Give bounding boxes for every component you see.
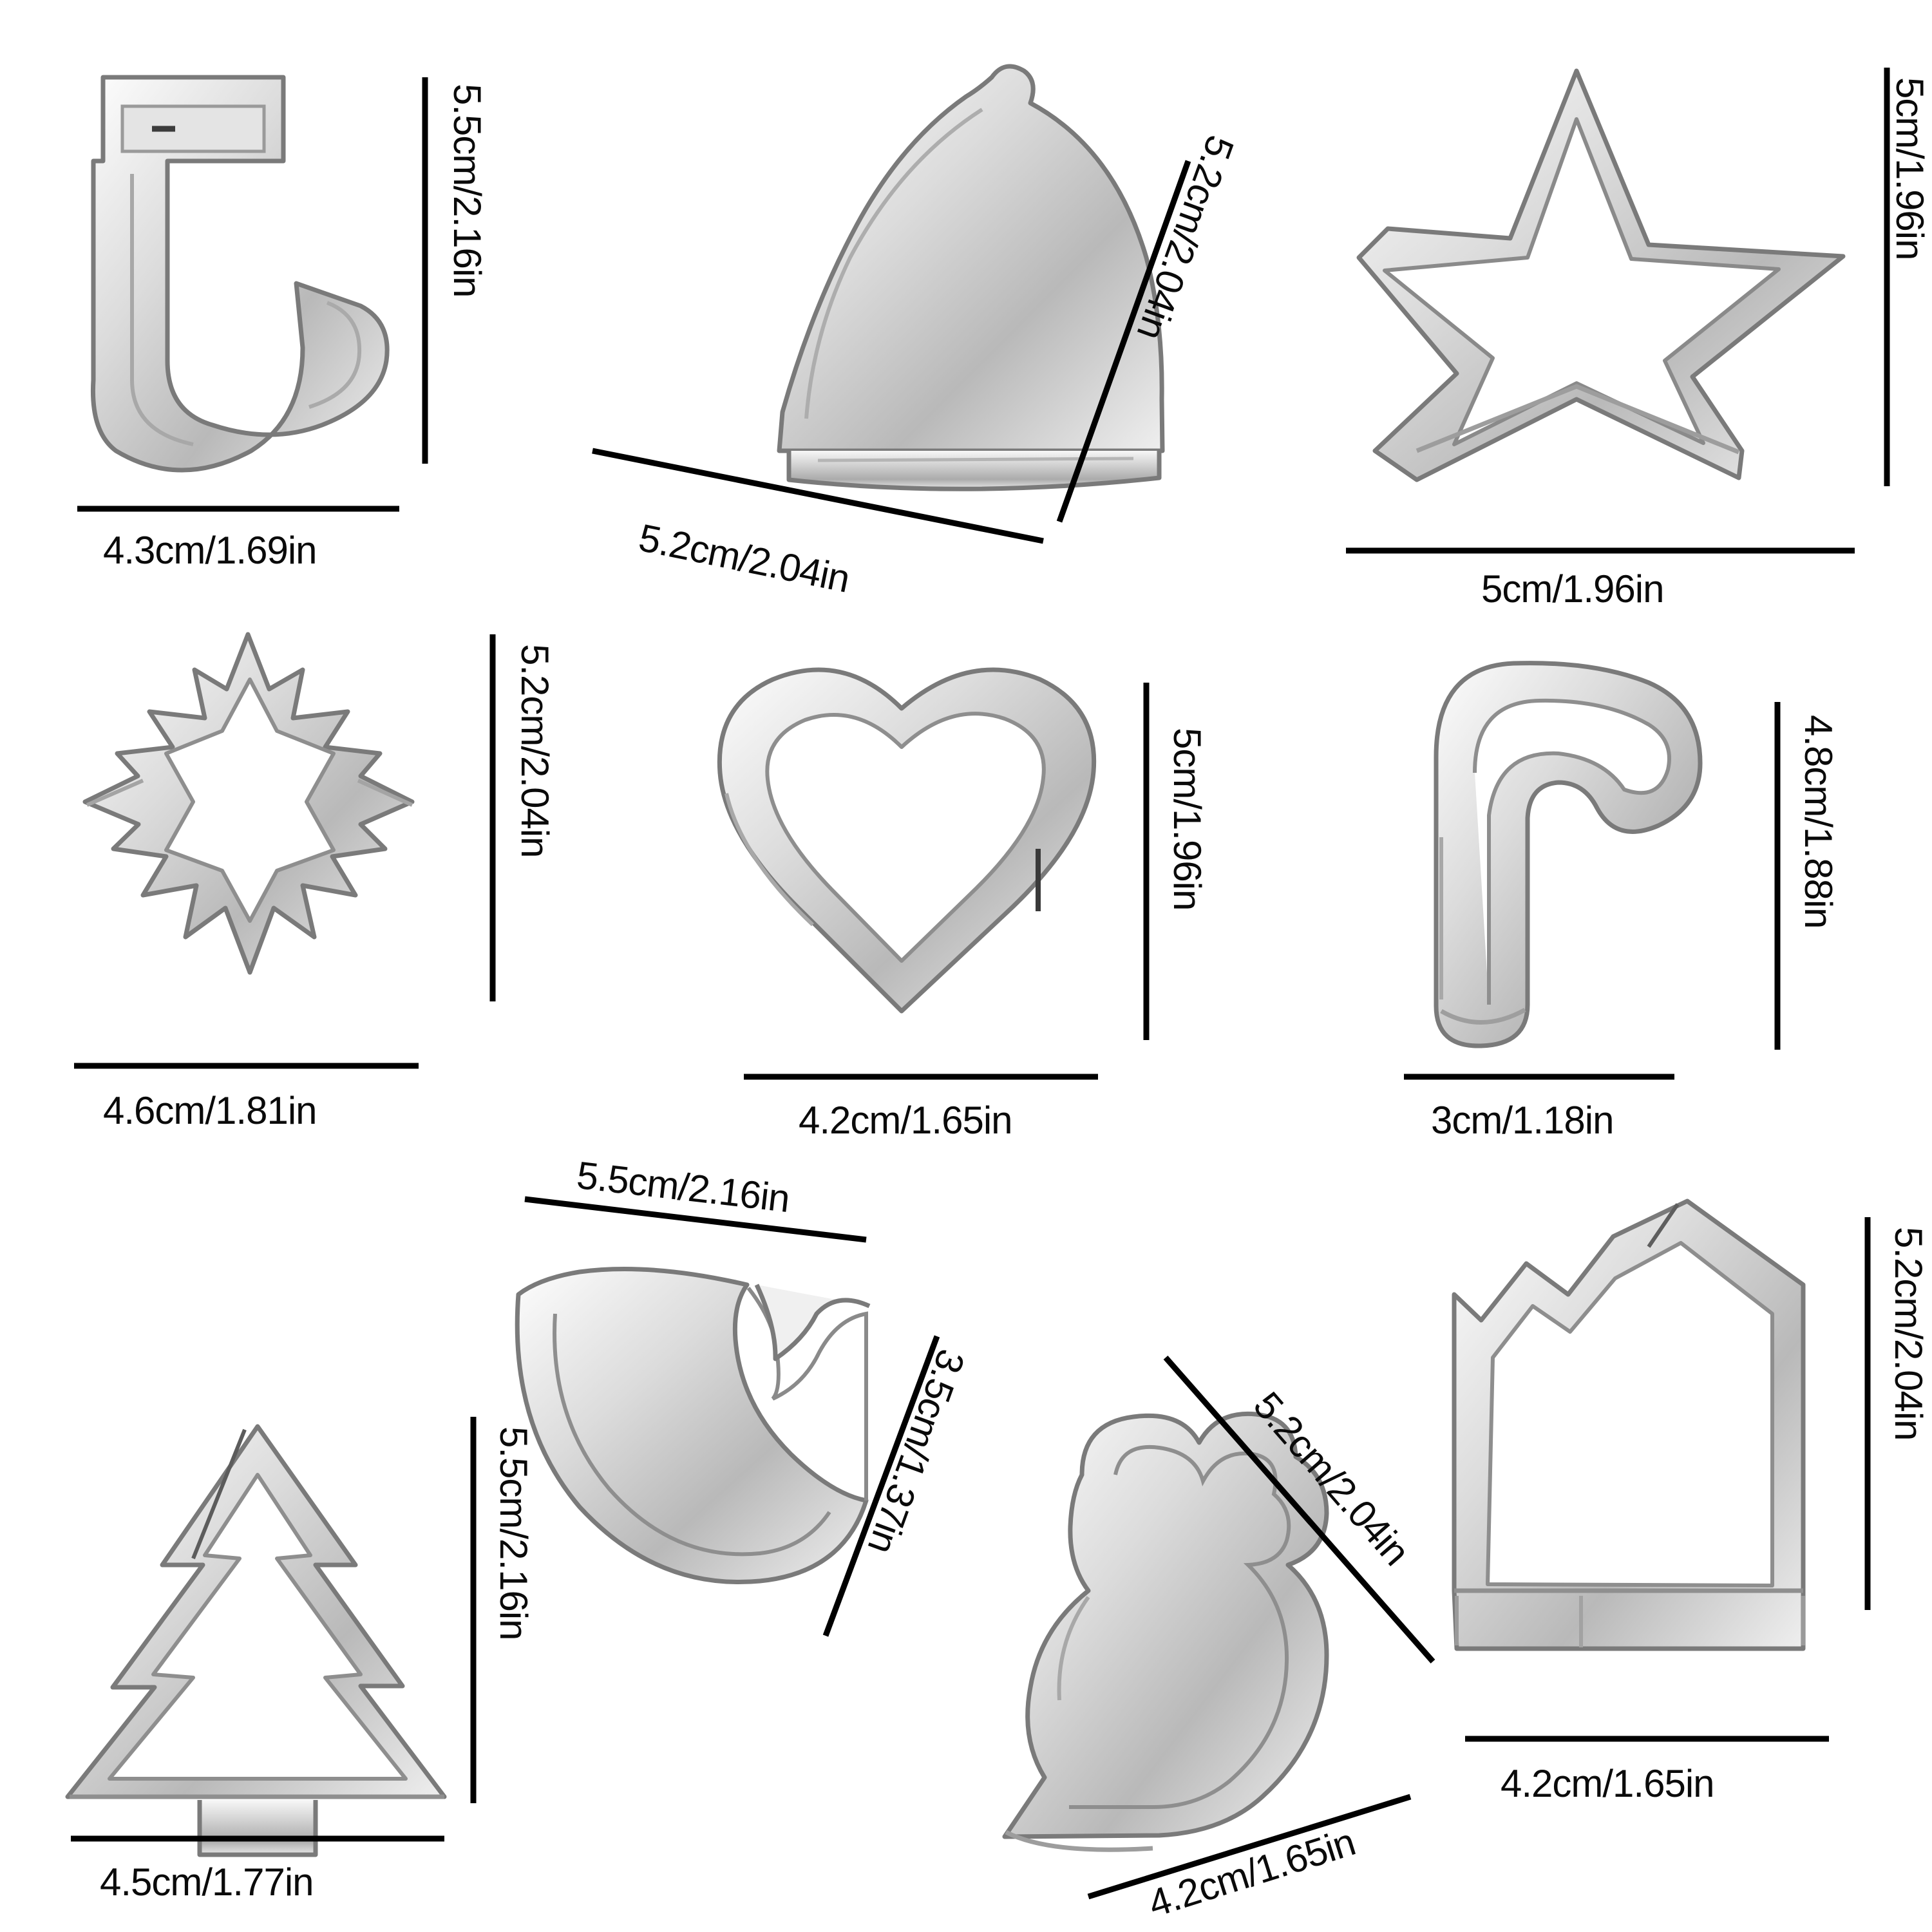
- tree-height-label: 5.5cm/2.16in: [492, 1426, 535, 1640]
- star-height-label: 5cm/1.96in: [1888, 77, 1931, 260]
- bell-icon: [777, 64, 1165, 491]
- heart-icon: [717, 667, 1097, 1014]
- stocking-icon: [90, 75, 390, 473]
- star-width-label: 5cm/1.96in: [1481, 567, 1664, 611]
- house-height-label: 5.2cm/2.04in: [1887, 1227, 1930, 1441]
- candy-cane-icon: [1434, 661, 1703, 1048]
- candy-cane-width-label: 3cm/1.18in: [1431, 1099, 1614, 1142]
- snowflake-height-label: 5.2cm/2.04in: [513, 644, 556, 858]
- snowflake-width-label: 4.6cm/1.81in: [103, 1089, 317, 1132]
- heart-width-label: 4.2cm/1.65in: [799, 1099, 1013, 1142]
- house-icon: [1452, 1198, 1806, 1651]
- tree-icon: [65, 1424, 447, 1857]
- snowflake-icon: [82, 632, 415, 975]
- moon-icon: [515, 1267, 871, 1585]
- stocking-width-label: 4.3cm/1.69in: [103, 529, 317, 572]
- star-icon: [1356, 68, 1846, 482]
- heart-height-label: 5cm/1.96in: [1166, 728, 1209, 911]
- stocking-height-label: 5.5cm/2.16in: [446, 84, 489, 298]
- house-width-label: 4.2cm/1.65in: [1501, 1762, 1715, 1805]
- snowman-icon: [1002, 1411, 1329, 1852]
- tree-width-label: 4.5cm/1.77in: [100, 1861, 314, 1904]
- candy-cane-height-label: 4.8cm/1.88in: [1797, 715, 1840, 929]
